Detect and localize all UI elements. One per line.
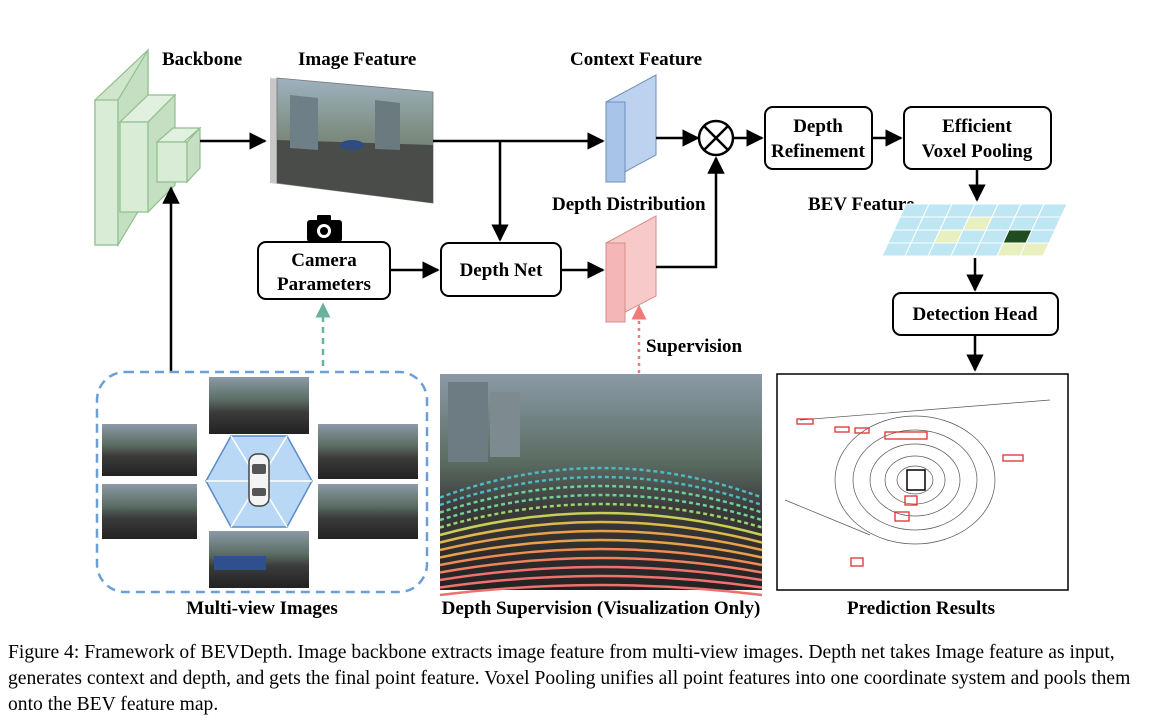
multiview-images [102, 377, 418, 588]
multiply-icon [697, 119, 735, 157]
backbone-block [94, 47, 202, 248]
multiview-label: Multi-view Images [186, 598, 337, 619]
camera-parameters-line1: Camera [291, 250, 357, 271]
lidar-line [439, 529, 763, 552]
prediction-results-label: Prediction Results [847, 598, 995, 619]
bev-grid-cell [1019, 242, 1050, 257]
framework-diagram: Backbone Image Feature Context Feature D… [94, 47, 1069, 619]
depth-supervision-image [439, 374, 763, 597]
lidar-line [439, 574, 763, 589]
lidar-line [439, 538, 763, 559]
lidar-line [439, 502, 763, 529]
multiview-container [95, 370, 429, 594]
backbone-label: Backbone [162, 49, 242, 70]
supervision-label: Supervision [646, 336, 743, 357]
lidar-line [439, 565, 763, 582]
voxel-pooling-line1: Efficient [942, 116, 1012, 137]
voxel-pooling-line2: Voxel Pooling [922, 141, 1033, 162]
image-feature-block [270, 77, 434, 204]
bev-feature-grid [881, 203, 1068, 257]
detection-head-text: Detection Head [912, 304, 1037, 325]
camera-icon [307, 215, 342, 242]
depth-net-text: Depth Net [460, 260, 544, 281]
figure-caption: Figure 4: Framework of BEVDepth. Image b… [8, 642, 1131, 715]
lidar-line [439, 511, 763, 537]
context-feature-block [605, 74, 657, 183]
prediction-results-image [776, 373, 1069, 591]
lidar-line [439, 493, 763, 522]
lidar-line [439, 520, 763, 544]
depth-distribution-block [605, 215, 657, 323]
lidar-line [439, 475, 763, 507]
lidar-line [439, 556, 763, 574]
depth-supervision-label: Depth Supervision (Visualization Only) [442, 598, 761, 619]
depth-refinement-line2: Refinement [771, 141, 866, 162]
context-feature-label: Context Feature [570, 49, 702, 70]
car-icon [248, 453, 270, 507]
lidar-line [439, 583, 763, 597]
depth-distribution-label: Depth Distribution [552, 194, 706, 215]
lidar-line [439, 547, 763, 567]
image-feature-label: Image Feature [298, 49, 416, 70]
lidar-line [439, 484, 763, 514]
depth-refinement-line1: Depth [793, 116, 843, 137]
camera-parameters-line2: Parameters [277, 274, 371, 295]
bev-feature-label: BEV Feature [808, 194, 914, 215]
flow-arrows [162, 129, 986, 373]
lidar-line [439, 466, 763, 499]
